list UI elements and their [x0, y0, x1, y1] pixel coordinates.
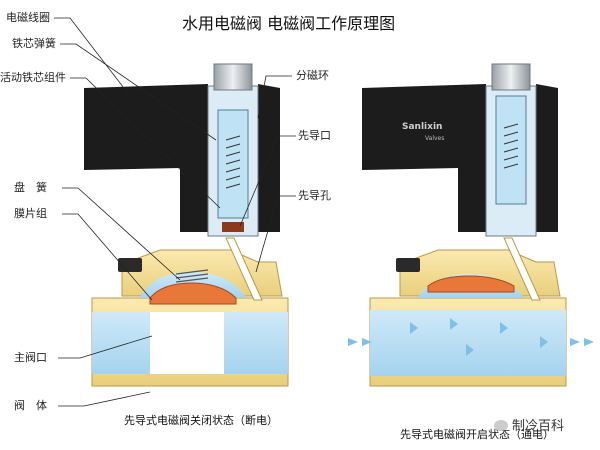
label-core-spring: 铁芯弹簧: [12, 37, 56, 50]
nut: [118, 258, 142, 272]
label-plunger-assembly: 活动铁芯组件: [0, 71, 66, 84]
plunger-spring-open: [503, 123, 519, 169]
nut-open: [396, 258, 420, 272]
brand-sub: Valves: [425, 135, 445, 142]
label-coil: 电磁线圈: [6, 11, 50, 24]
label-main-port: 主阀口: [14, 351, 47, 364]
caption-closed: 先导式电磁阀关闭状态（断电）: [124, 414, 278, 427]
diaphragm: [149, 282, 237, 305]
valve-open: [348, 63, 594, 387]
water-outlet: [222, 312, 288, 374]
watermark: 制冷百科: [494, 415, 564, 434]
label-pilot-port: 先导口: [298, 129, 331, 142]
coil-right-open: [536, 84, 558, 232]
water-flow: [370, 310, 566, 376]
pilot-hole: [225, 237, 263, 301]
label-shading-ring: 分磁环: [296, 69, 329, 82]
coil-left-open: [362, 84, 486, 232]
page-title: 水用电磁阀 电磁阀工作原理图: [182, 14, 396, 33]
flow-arrows: [348, 318, 594, 356]
leader-lines-left: [54, 17, 296, 407]
tube-nut: [213, 63, 253, 91]
label-pilot-hole: 先导孔: [298, 189, 331, 202]
pilot-hole-open: [503, 237, 541, 301]
label-diaphragm: 膜片组: [14, 207, 47, 220]
tube-nut-open: [491, 63, 531, 91]
diaphragm-open: [427, 275, 515, 293]
label-body: 阀 体: [14, 399, 47, 412]
valve-closed: [54, 17, 296, 407]
plunger-spring: [225, 135, 241, 189]
water-inlet: [92, 312, 154, 374]
watermark-text: 制冷百科: [512, 419, 565, 434]
caption-open: 先导式电磁阀开启状态（通电）: [400, 428, 554, 441]
pilot-seal: [222, 222, 244, 232]
plunger: [217, 109, 249, 219]
wechat-icon: [494, 420, 508, 431]
brand-name: Sanlixin: [402, 122, 443, 132]
main-port-chamber: [150, 312, 224, 374]
coil-left: [84, 84, 208, 232]
label-disc-spring: 盘 簧: [14, 181, 47, 194]
disc-spring: [175, 269, 209, 283]
